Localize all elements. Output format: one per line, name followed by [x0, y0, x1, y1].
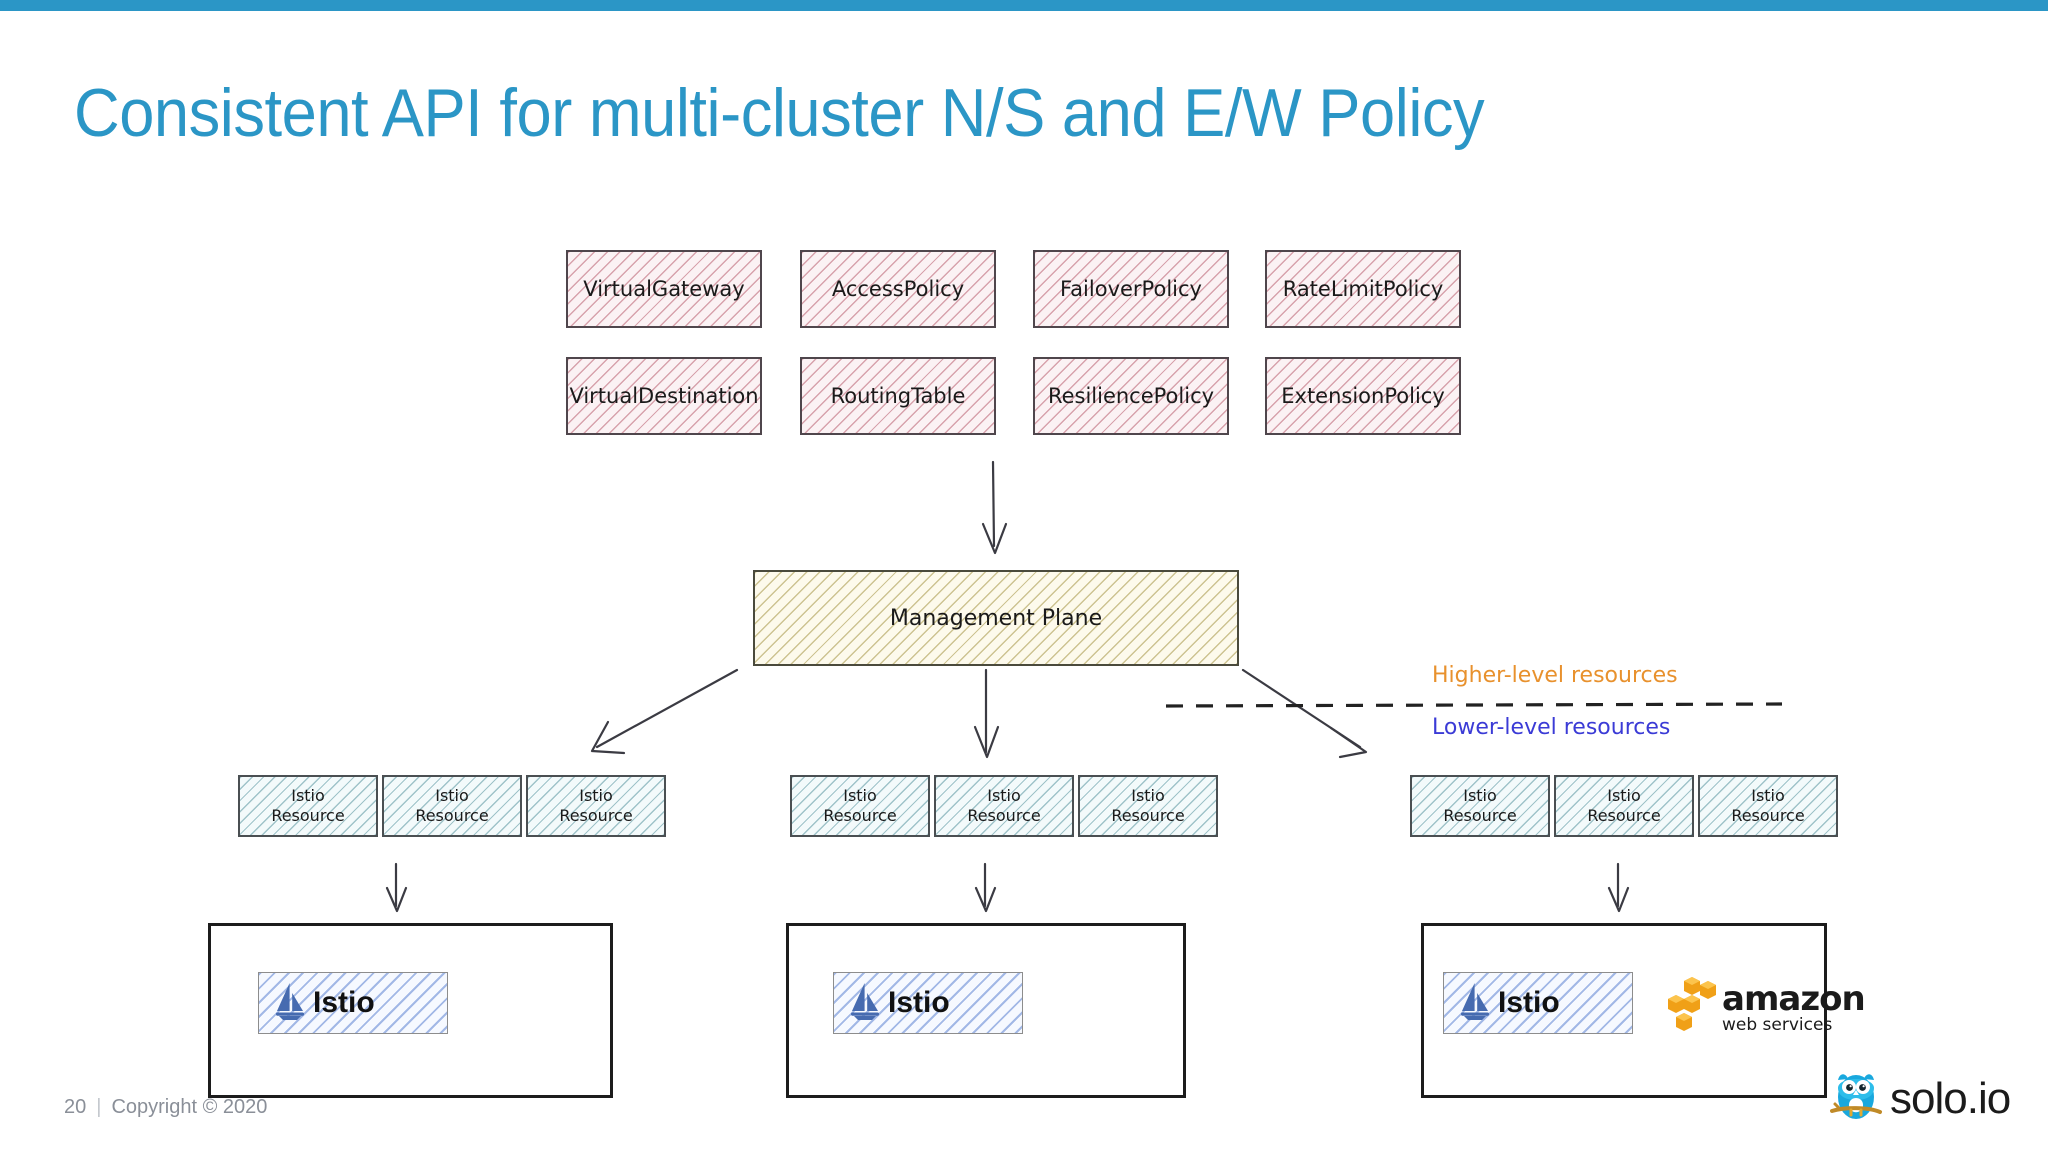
istio-resource-box[interactable]: Istio Resource: [1410, 775, 1550, 837]
istio-resource-line1: Istio: [1751, 786, 1785, 805]
resource-box-label: RoutingTable: [830, 384, 966, 408]
solo-io-wordmark: solo.io: [1890, 1073, 2011, 1123]
istio-resource-line1: Istio: [987, 786, 1021, 805]
istio-resource-box[interactable]: Istio Resource: [238, 775, 378, 837]
arrow-management-to-left-cluster: [595, 668, 739, 749]
istio-resource-line2: Resource: [559, 806, 633, 825]
resource-box-routingtable[interactable]: RoutingTable: [800, 357, 996, 435]
annotation-lower-level-resources: Lower-level resources: [1432, 715, 1671, 740]
istio-resource-line2: Resource: [1111, 806, 1185, 825]
aws-cubes-icon: [1660, 975, 1726, 1040]
resource-box-virtualgateway[interactable]: VirtualGateway: [566, 250, 762, 328]
resource-box-virtualdestination[interactable]: VirtualDestination: [566, 357, 762, 435]
footer-separator: |: [96, 1096, 102, 1118]
resource-box-label: VirtualGateway: [583, 277, 745, 301]
istio-resource-box[interactable]: Istio Resource: [382, 775, 522, 837]
istio-wordmark: Istio: [313, 986, 375, 1019]
istio-resource-line1: Istio: [435, 786, 469, 805]
istio-resource-box[interactable]: Istio Resource: [1554, 775, 1694, 837]
istio-resource-line1: Istio: [843, 786, 877, 805]
arrow-management-to-right-cluster: [1241, 668, 1362, 749]
istio-resource-box[interactable]: Istio Resource: [526, 775, 666, 837]
istio-platform-chip[interactable]: Istio: [258, 972, 448, 1034]
resource-box-extensionpolicy[interactable]: ExtensionPolicy: [1265, 357, 1461, 435]
management-plane-box[interactable]: Management Plane: [753, 570, 1239, 666]
resource-box-accesspolicy[interactable]: AccessPolicy: [800, 250, 996, 328]
istio-resource-box[interactable]: Istio Resource: [1698, 775, 1838, 837]
istio-resource-line2: Resource: [967, 806, 1041, 825]
page-title: Consistent API for multi-cluster N/S and…: [74, 75, 1485, 151]
istio-platform-chip[interactable]: Istio: [833, 972, 1023, 1034]
resource-box-label: RateLimitPolicy: [1282, 277, 1444, 301]
management-plane-label: Management Plane: [889, 605, 1103, 631]
copyright-text: Copyright © 2020: [111, 1096, 268, 1118]
istio-resource-line2: Resource: [1731, 806, 1805, 825]
higher-lower-divider-dashed-line: [1165, 702, 1783, 708]
solo-io-logo[interactable]: solo.io: [1828, 1068, 2011, 1129]
istio-resource-box[interactable]: Istio Resource: [934, 775, 1074, 837]
istio-wordmark: Istio: [888, 986, 950, 1019]
istio-resource-line2: Resource: [1443, 806, 1517, 825]
istio-resource-line2: Resource: [415, 806, 489, 825]
annotation-higher-level-resources: Higher-level resources: [1432, 663, 1678, 688]
resource-box-ratelimitpolicy[interactable]: RateLimitPolicy: [1265, 250, 1461, 328]
istio-resource-line1: Istio: [579, 786, 613, 805]
resource-box-failoverpolicy[interactable]: FailoverPolicy: [1033, 250, 1229, 328]
istio-resource-box[interactable]: Istio Resource: [790, 775, 930, 837]
istio-platform-chip[interactable]: Istio: [1443, 972, 1633, 1034]
istio-resource-line1: Istio: [1131, 786, 1165, 805]
resource-box-label: ExtensionPolicy: [1281, 384, 1445, 408]
arrow-resources-to-management-plane: [991, 460, 996, 548]
resource-box-label: FailoverPolicy: [1060, 277, 1202, 301]
page-number: 20: [64, 1096, 87, 1118]
resource-box-label: ResiliencePolicy: [1047, 384, 1215, 408]
istio-sailboat-icon: [848, 981, 882, 1025]
footer: 20 | Copyright © 2020: [64, 1096, 267, 1119]
top-accent-bar: [0, 0, 2048, 11]
aws-logo[interactable]: amazon web services: [1660, 975, 1866, 1040]
istio-wordmark: Istio: [1498, 986, 1560, 1019]
aws-webservices-wordmark: web services: [1722, 1014, 1833, 1035]
istio-resource-line1: Istio: [1607, 786, 1641, 805]
aws-amazon-wordmark: amazon: [1722, 978, 1866, 1019]
istio-resource-line1: Istio: [1463, 786, 1497, 805]
istio-resource-box[interactable]: Istio Resource: [1078, 775, 1218, 837]
istio-sailboat-icon: [273, 981, 307, 1025]
owl-icon: [1828, 1068, 1884, 1129]
istio-resource-line2: Resource: [823, 806, 897, 825]
istio-resource-line2: Resource: [1587, 806, 1661, 825]
resource-box-label: VirtualDestination: [569, 384, 759, 408]
istio-resource-line2: Resource: [271, 806, 345, 825]
resource-box-resiliencepolicy[interactable]: ResiliencePolicy: [1033, 357, 1229, 435]
istio-sailboat-icon: [1458, 981, 1492, 1025]
resource-box-label: AccessPolicy: [831, 277, 965, 301]
istio-resource-line1: Istio: [291, 786, 325, 805]
